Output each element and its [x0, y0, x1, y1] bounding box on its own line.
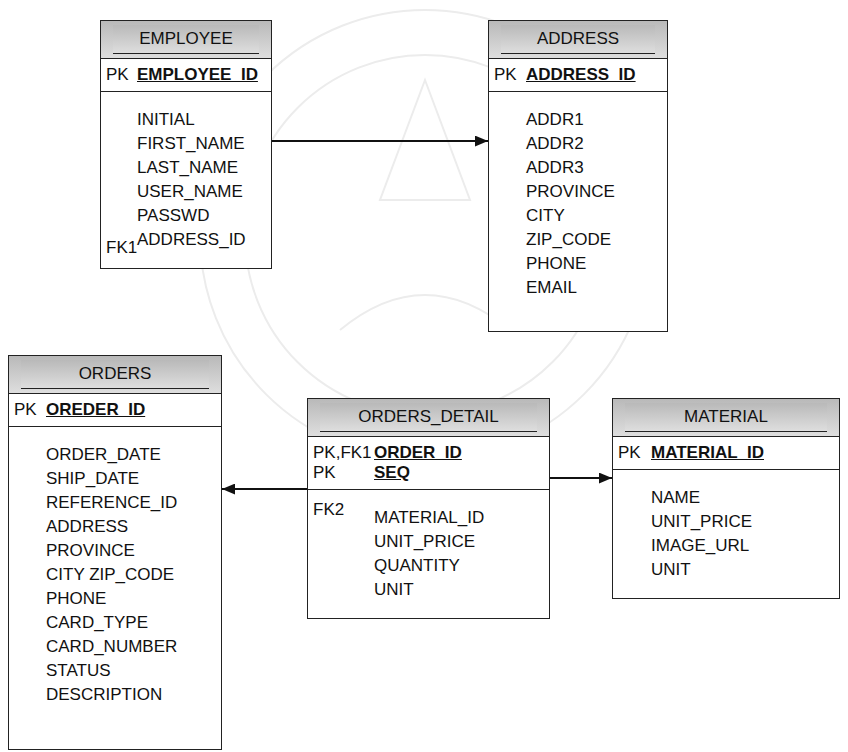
name-cell: MATERIAL_ID UNIT_PRICE QUANTITY UNIT	[374, 498, 496, 610]
attribute-row: ADDR1 ADDR2 ADDR3 PROVINCE CITY ZIP_CODE…	[489, 92, 667, 331]
name-cell: ORDER_ID SEQ	[374, 443, 474, 483]
name-cell: ADDRESS_ID	[526, 65, 648, 85]
key-row: PK EMPLOYEE_ID	[101, 59, 271, 92]
key-cell: FK2	[308, 498, 374, 610]
attribute-list: INITIAL FIRST_NAME LAST_NAME USER_NAME P…	[137, 100, 246, 260]
table-header: ADDRESS	[489, 21, 667, 59]
key-row: PK OREDER_ID	[9, 394, 221, 427]
attribute-list: ORDER_DATE SHIP_DATE REFERENCE_ID ADDRES…	[46, 435, 177, 715]
name-cell: ORDER_DATE SHIP_DATE REFERENCE_ID ADDRES…	[46, 435, 189, 715]
attribute-row: ORDER_DATE SHIP_DATE REFERENCE_ID ADDRES…	[9, 427, 221, 749]
key-cell: PK	[489, 65, 526, 85]
table-header: EMPLOYEE	[101, 21, 271, 59]
relationship-arrow	[222, 488, 307, 490]
key-row: PK,FK1 PKORDER_ID SEQ	[308, 437, 549, 490]
table-name: ADDRESS	[501, 25, 655, 54]
primary-key: MATERIAL_ID	[651, 443, 764, 463]
table-name: ORDERS_DETAIL	[320, 403, 537, 432]
name-cell: ADDR1 ADDR2 ADDR3 PROVINCE CITY ZIP_CODE…	[526, 100, 627, 308]
name-cell: NAME UNIT_PRICE IMAGE_URL UNIT	[651, 478, 764, 590]
attribute-block: ORDER_DATE SHIP_DATE REFERENCE_ID ADDRES…	[9, 435, 189, 715]
key-label: PK	[106, 65, 129, 85]
attribute-row: FK2MATERIAL_ID UNIT_PRICE QUANTITY UNIT	[308, 490, 549, 618]
entity-table: ORDERS PK OREDER_ID ORDER_DATE SHIP_DATE RE…	[8, 355, 222, 750]
primary-key: ORDER_ID SEQ	[374, 443, 462, 483]
key-cell	[489, 100, 526, 308]
key-row: PK ADDRESS_ID	[489, 59, 667, 92]
key-label: PK	[14, 400, 37, 420]
key-cell: PK,FK1 PK	[308, 443, 374, 483]
attribute-row: FK1INITIAL FIRST_NAME LAST_NAME USER_NAM…	[101, 92, 271, 268]
key-row: PK MATERIAL_ID	[613, 437, 839, 470]
key-cell	[9, 435, 46, 715]
key-cell: PK	[613, 443, 651, 463]
table-header: ORDERS	[9, 356, 221, 394]
key-cell: FK1	[101, 100, 137, 260]
relationship-arrow	[272, 140, 488, 142]
name-cell: OREDER_ID	[46, 400, 157, 420]
attribute-list: MATERIAL_ID UNIT_PRICE QUANTITY UNIT	[374, 498, 484, 610]
attribute-list: NAME UNIT_PRICE IMAGE_URL UNIT	[651, 478, 752, 590]
primary-key: ADDRESS_ID	[526, 65, 636, 85]
entity-table: ADDRESS PK ADDRESS_ID ADDR1 ADDR2 ADDR3 PRO…	[488, 20, 668, 332]
attribute-block: FK2MATERIAL_ID UNIT_PRICE QUANTITY UNIT	[308, 498, 496, 610]
key-label: PK,FK1 PK	[313, 443, 372, 483]
key-cell	[613, 478, 651, 590]
attribute-list: ADDR1 ADDR2 ADDR3 PROVINCE CITY ZIP_CODE…	[526, 100, 615, 308]
name-cell: INITIAL FIRST_NAME LAST_NAME USER_NAME P…	[137, 100, 258, 260]
primary-key: OREDER_ID	[46, 400, 145, 420]
table-name: MATERIAL	[625, 403, 827, 432]
key-label: PK	[618, 443, 641, 463]
entity-table: ORDERS_DETAILPK,FK1 PKORDER_ID SEQFK2MAT…	[307, 398, 550, 619]
attribute-row: NAME UNIT_PRICE IMAGE_URL UNIT	[613, 470, 839, 598]
attribute-block: NAME UNIT_PRICE IMAGE_URL UNIT	[613, 478, 764, 590]
table-name: EMPLOYEE	[113, 25, 259, 54]
entity-table: MATERIAL PK MATERIAL_ID NAME UNIT_PRICE IMA…	[612, 398, 840, 599]
key-cell: PK	[9, 400, 46, 420]
entity-table: EMPLOYEE PK EMPLOYEE_ID FK1INITIAL FIRST_NA…	[100, 20, 272, 269]
table-header: ORDERS_DETAIL	[308, 399, 549, 437]
primary-key: EMPLOYEE_ID	[137, 65, 258, 85]
attribute-block: FK1INITIAL FIRST_NAME LAST_NAME USER_NAM…	[101, 100, 258, 260]
key-label: FK1	[106, 236, 133, 260]
key-label: FK2	[313, 498, 370, 522]
seal-figure	[340, 295, 510, 330]
table-name: ORDERS	[21, 360, 209, 389]
attribute-block: ADDR1 ADDR2 ADDR3 PROVINCE CITY ZIP_CODE…	[489, 100, 627, 308]
relationship-arrow	[550, 477, 612, 479]
name-cell: MATERIAL_ID	[651, 443, 776, 463]
name-cell: EMPLOYEE_ID	[137, 65, 270, 85]
key-cell: PK	[101, 65, 137, 85]
key-label: PK	[494, 65, 517, 85]
table-header: MATERIAL	[613, 399, 839, 437]
